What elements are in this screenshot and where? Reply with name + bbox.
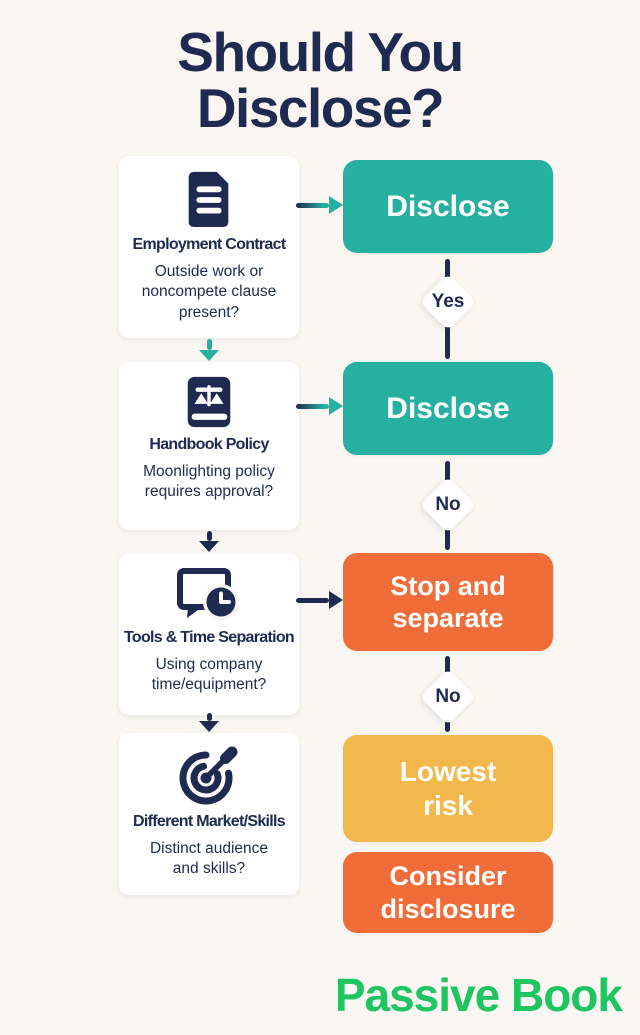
scales-book-icon [187,376,231,428]
card-question: Distinct audience and skills? [149,840,269,878]
arrow-shaft [206,713,212,721]
connector-label-no-2: No [419,668,477,726]
arrow-right-icon [296,591,343,609]
outcome-disclose-1: Disclose [343,160,553,253]
card-question: Outside work or noncompete clause presen… [141,263,277,321]
connector-label-text: Yes [431,291,465,312]
card-title: Tools & Time Separation [123,629,295,646]
card-title: Employment Contract [132,236,287,253]
arrow-head [329,196,343,214]
card-question: Using company time/equipment? [151,656,267,694]
arrow-head [329,591,343,609]
connector-line [445,259,450,283]
arrow-head [199,541,219,552]
card-tools-time-separation: Tools & Time Separation Using company ti… [119,553,299,715]
connector-line [445,527,450,550]
target-dart-icon [179,746,238,805]
card-handbook-policy: Handbook Policy Moonlighting policy requ… [119,362,299,530]
card-employment-contract: Employment Contract Outside work or nonc… [119,156,299,338]
arrow-down-icon [199,531,219,552]
arrow-shaft [296,597,329,603]
arrow-shaft [296,202,329,208]
outcome-stop-and-separate: Stop and separate [343,553,553,651]
monitor-clock-icon [177,568,239,620]
arrow-head [329,397,343,415]
connector-line [445,461,450,486]
outcome-lowest-risk: Lowest risk [343,735,553,842]
card-different-market-skills: Different Market/Skills Distinct audienc… [119,733,299,895]
connector-line [445,718,450,732]
arrow-down-icon [199,339,219,361]
connector-label-yes: Yes [419,273,477,331]
connector-line [445,325,450,359]
outcome-consider-disclosure: Consider disclosure [343,852,553,933]
arrow-right-icon [296,397,343,415]
brand-logo-text: Passive Book [334,969,623,1021]
connector-label-text: No [435,686,461,707]
arrow-head [199,721,219,732]
arrow-right-icon [296,196,343,214]
arrow-shaft [296,403,329,409]
connector-line [445,656,450,679]
arrow-head [199,350,219,361]
arrow-shaft [206,339,212,350]
arrow-shaft [206,531,212,541]
connector-label-no-1: No [419,476,477,534]
card-question: Moonlighting policy requires approval? [143,463,275,501]
outcome-disclose-2: Disclose [343,362,553,455]
connector-label-text: No [435,494,461,515]
card-title: Handbook Policy [149,436,269,453]
document-icon [188,171,229,228]
card-title: Different Market/Skills [133,813,286,830]
arrow-down-icon [199,713,219,732]
page-title: Should You Disclose? [177,21,464,140]
